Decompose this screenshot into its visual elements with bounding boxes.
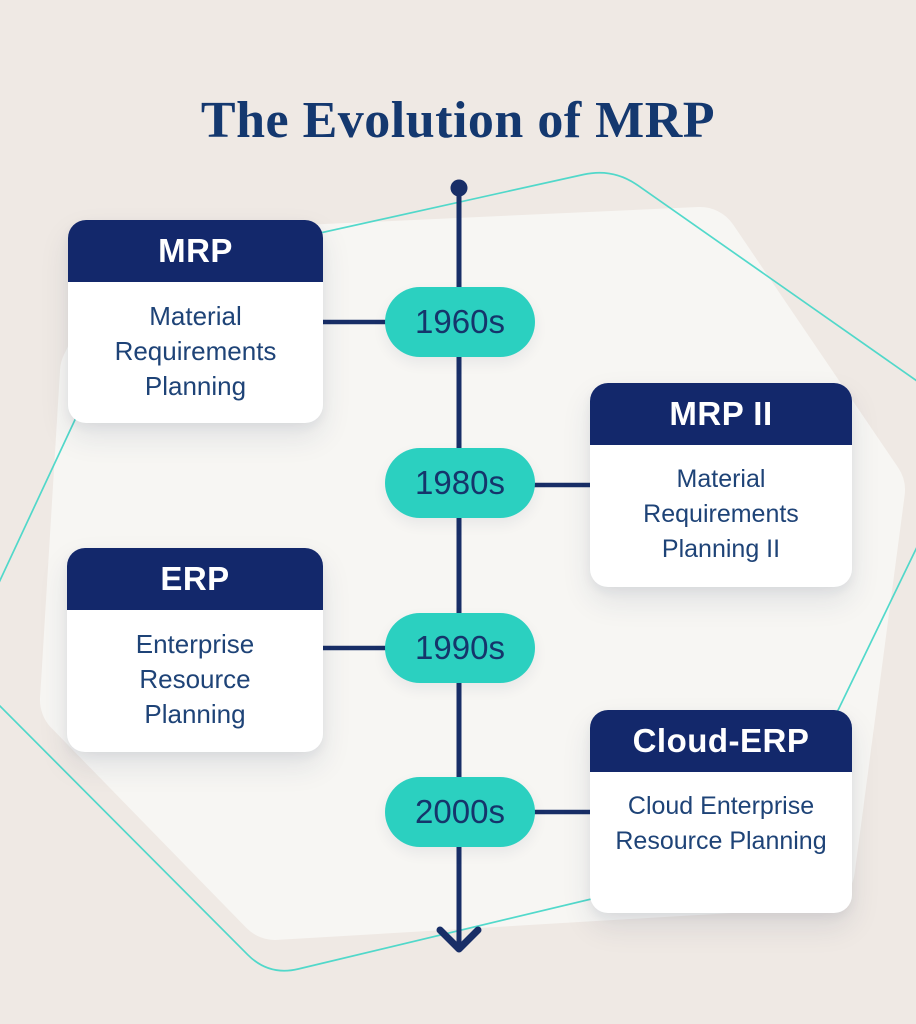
card-erp-description: Enterprise Resource Planning [135,629,255,729]
era-pill-2000s: 2000s [385,777,535,847]
timeline-start-dot [450,179,468,197]
era-pill-1980s: 1980s [385,448,535,518]
card-mrp2-header: MRP II [590,383,852,445]
era-pill-1990s: 1990s [385,613,535,683]
card-mrp: MRP Material Requirements Planning [68,220,323,423]
card-erp-header: ERP [67,548,323,610]
card-mrp-header: MRP [68,220,323,282]
card-mrp2: MRP II Material Requirements Planning II [590,383,852,587]
card-erp: ERP Enterprise Resource Planning [67,548,323,752]
card-clouderp-description: Cloud Enterprise Resource Planning [615,792,827,855]
card-mrp2-description: Material Requirements Planning II [643,465,799,563]
card-clouderp-header: Cloud-ERP [590,710,852,772]
card-clouderp: Cloud-ERP Cloud Enterprise Resource Plan… [590,710,852,913]
card-mrp-description: Material Requirements Planning [114,301,277,401]
era-pill-1960s: 1960s [385,287,535,357]
page-title: The Evolution of MRP [200,91,716,149]
timeline-arrow-icon [436,926,482,953]
